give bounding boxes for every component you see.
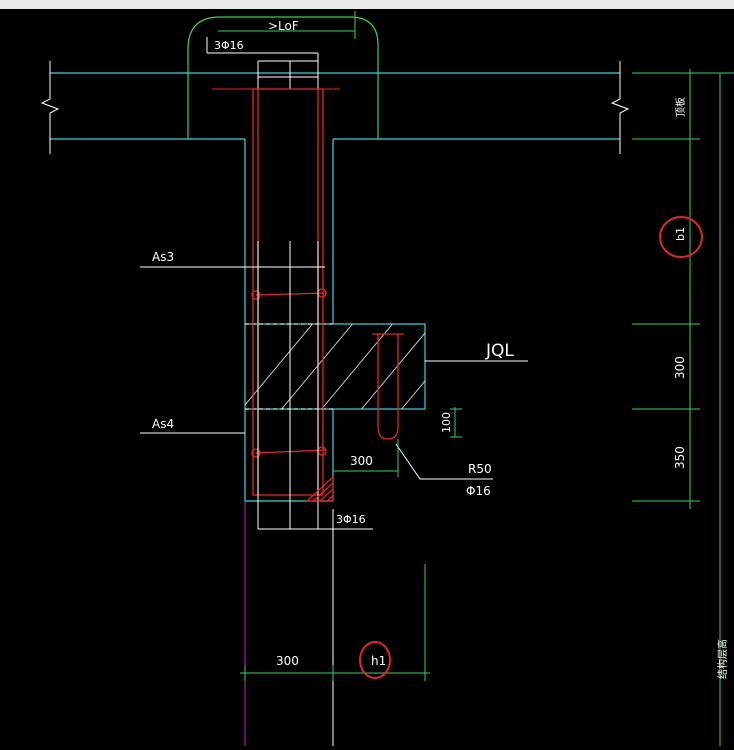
window-top-strip — [0, 0, 734, 9]
dim-chain-right — [632, 69, 734, 746]
dim-300-bottom-label: 300 — [276, 654, 299, 668]
rebar-dots — [251, 288, 327, 458]
cad-canvas: >LoF 3Φ16 — [0, 9, 734, 746]
beam-hook-rebar — [372, 333, 404, 440]
slab-outline — [50, 72, 620, 502]
jql-label: JQL — [485, 341, 514, 361]
dim-300-vertical-label: 300 — [673, 356, 687, 379]
top-bar-label: 3Φ16 — [214, 39, 244, 52]
r50-leader — [395, 443, 493, 480]
break-line-left — [40, 61, 60, 154]
bottom-bar-label: 3Φ16 — [336, 513, 366, 526]
dim-bottom — [240, 564, 430, 681]
cad-drawing: >LoF 3Φ16 — [40, 11, 734, 746]
as4-label: As4 — [152, 417, 174, 431]
dim-300-horizontal-label: 300 — [350, 454, 373, 468]
anchorage-label: >LoF — [268, 19, 299, 33]
dim-300-horizontal — [333, 439, 399, 477]
break-line-right — [610, 61, 630, 154]
as3-label: As3 — [152, 250, 174, 264]
b1-label: b1 — [674, 227, 687, 241]
h1-highlight-circle — [359, 641, 391, 679]
structure-height-label: 结构层高 — [716, 639, 729, 679]
wall-rebar — [212, 88, 340, 496]
r50-label: R50 — [468, 462, 492, 476]
anchorage-rebar — [187, 16, 379, 139]
dim-100-label: 100 — [440, 412, 453, 433]
dim-100 — [450, 407, 462, 438]
corner-hatch — [305, 475, 334, 502]
h1-label: h1 — [371, 654, 386, 668]
beam-jql-outline — [244, 323, 426, 410]
beam-hatch — [245, 324, 425, 409]
slab-thickness-label: 顶板 — [674, 97, 687, 117]
wall-white-bars — [257, 241, 333, 530]
b1-highlight-circle — [659, 216, 703, 258]
hook-bar-label: Φ16 — [466, 484, 491, 498]
dim-350-vertical-label: 350 — [673, 446, 687, 469]
